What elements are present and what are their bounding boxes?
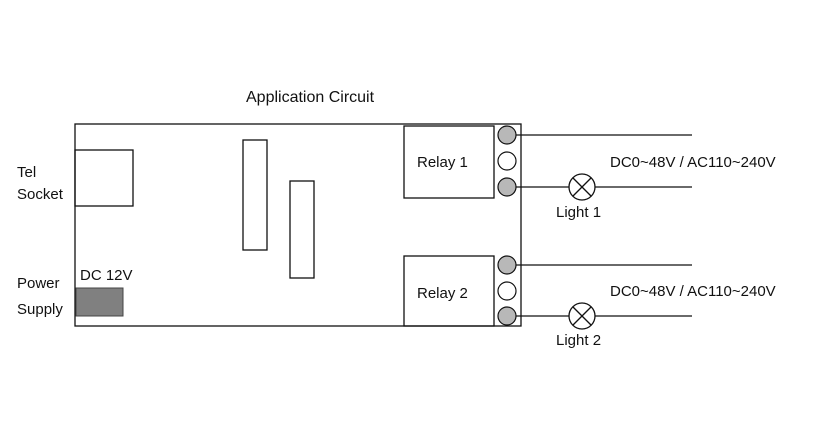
dc-power-block: [75, 287, 124, 317]
light-2-lamp-icon: [568, 302, 596, 330]
tel-label: Tel: [17, 164, 36, 181]
supply-label: Supply: [17, 301, 63, 318]
socket-label: Socket: [17, 186, 64, 203]
terminal-relay1-2: [497, 151, 517, 171]
terminal-relay1-3: [497, 177, 517, 197]
light-2-label: Light 2: [556, 332, 601, 349]
component-block-1: [242, 139, 268, 251]
power-label: Power: [17, 275, 60, 292]
tel-socket: [74, 149, 134, 207]
light-1-label: Light 1: [556, 204, 601, 221]
main-board: [74, 123, 522, 327]
component-block-2: [289, 180, 315, 279]
terminal-relay2-2: [497, 281, 517, 301]
voltage-2-label: DC0~48V / AC110~240V: [610, 283, 776, 300]
relay-2-label: Relay 2: [417, 285, 468, 302]
voltage-1-label: DC0~48V / AC110~240V: [610, 154, 776, 171]
diagram-title: Application Circuit: [246, 89, 375, 106]
dc-label: DC 12V: [80, 267, 133, 284]
relay-1-label: Relay 1: [417, 154, 468, 171]
terminal-relay2-1: [497, 255, 517, 275]
terminal-relay2-3: [497, 306, 517, 326]
relay-1: [403, 125, 495, 199]
relay-2: [403, 255, 495, 327]
light-1-lamp-icon: [568, 173, 596, 201]
terminal-relay1-1: [497, 125, 517, 145]
